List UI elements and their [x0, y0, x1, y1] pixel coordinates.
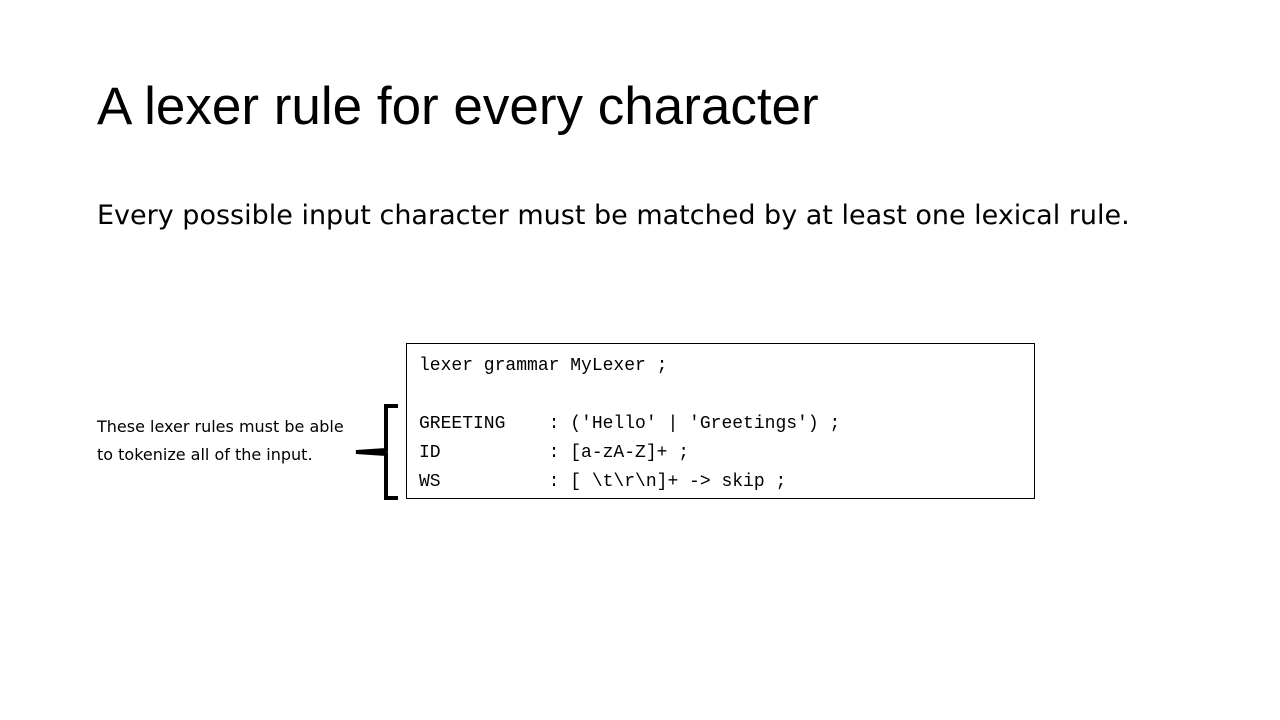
slide-body-text: Every possible input character must be m… [97, 200, 1130, 231]
code-block: lexer grammar MyLexer ; GREETING : ('Hel… [406, 343, 1035, 499]
code-line: WS : [ \t\r\n]+ -> skip ; [419, 472, 787, 492]
code-line [419, 381, 1034, 410]
side-note: These lexer rules must be able to tokeni… [97, 417, 344, 464]
curly-bracket-icon [355, 404, 398, 500]
code-line: GREETING : ('Hello' | 'Greetings') ; [419, 414, 841, 434]
slide-title: A lexer rule for every character [97, 77, 819, 136]
code-line: ID : [a-zA-Z]+ ; [419, 443, 690, 463]
code-line: lexer grammar MyLexer ; [419, 356, 668, 376]
